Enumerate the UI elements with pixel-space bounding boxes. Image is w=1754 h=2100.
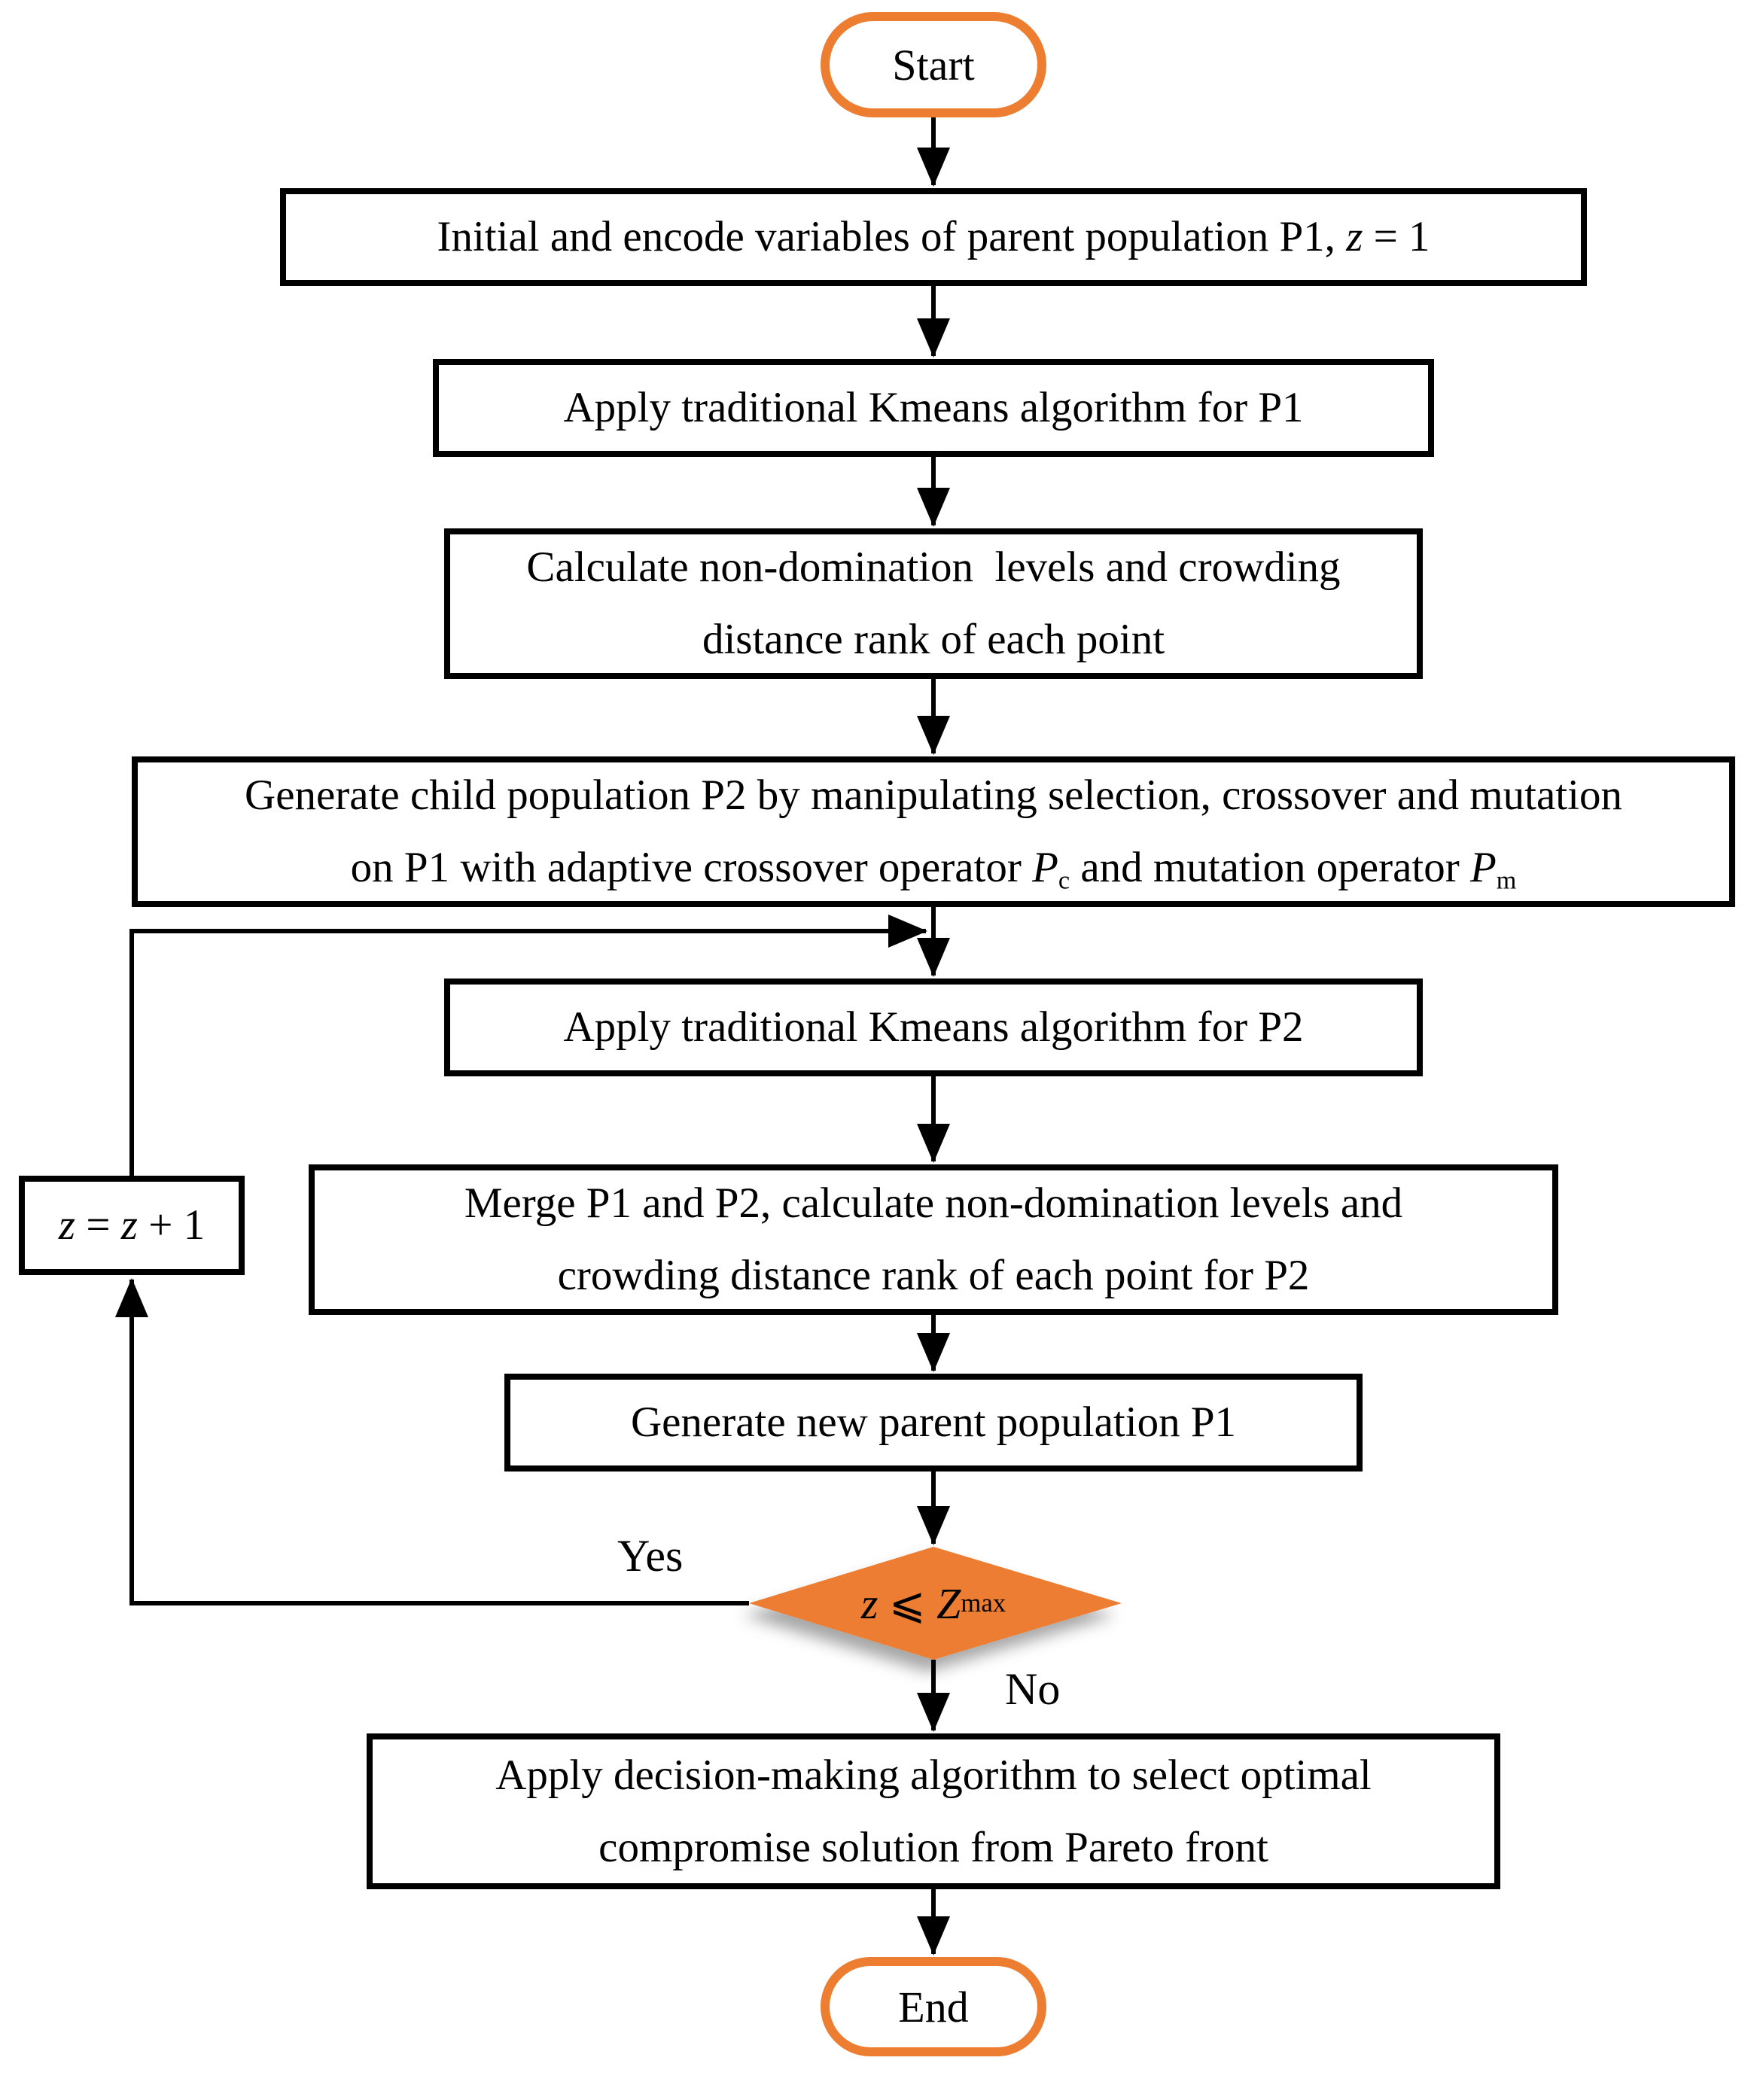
start-node: Start	[821, 12, 1046, 117]
decision-making-line2: compromise solution from Pareto front	[598, 1823, 1268, 1871]
end-label: End	[898, 1982, 969, 2032]
generate-child-line1: Generate child population P2 by manipula…	[245, 772, 1622, 819]
generate-child-box: Generate child population P2 by manipula…	[132, 756, 1735, 907]
decision-diamond	[749, 1547, 1122, 1660]
generate-child-line2: on P1 with adaptive crossover operator P…	[350, 844, 1517, 895]
init-encode-text: Initial and encode variables of parent p…	[437, 213, 1430, 260]
kmeans-p2-text: Apply traditional Kmeans algorithm for P…	[563, 1003, 1304, 1051]
label-yes: Yes	[617, 1531, 684, 1581]
init-encode-box: Initial and encode variables of parent p…	[280, 188, 1587, 286]
kmeans-p1-box: Apply traditional Kmeans algorithm for P…	[433, 359, 1434, 457]
increment-z-box: z = z + 1	[19, 1176, 245, 1275]
generate-parent-text: Generate new parent population P1	[630, 1398, 1237, 1446]
start-label: Start	[892, 40, 975, 90]
decision-making-line1: Apply decision-making algorithm to selec…	[495, 1751, 1372, 1799]
end-node: End	[821, 1957, 1046, 2056]
kmeans-p2-box: Apply traditional Kmeans algorithm for P…	[444, 978, 1423, 1076]
connector-decision-yes-to-increment	[115, 1278, 749, 1605]
merge-box: Merge P1 and P2, calculate non-dominatio…	[309, 1164, 1558, 1315]
generate-parent-box: Generate new parent population P1	[504, 1374, 1363, 1472]
merge-line2: crowding distance rank of each point for…	[557, 1252, 1310, 1299]
kmeans-p1-text: Apply traditional Kmeans algorithm for P…	[563, 384, 1304, 431]
decision-making-box: Apply decision-making algorithm to selec…	[367, 1733, 1500, 1889]
label-no: No	[1005, 1664, 1061, 1714]
calc-nondomination-line2: distance rank of each point	[702, 616, 1165, 663]
calc-nondomination-line1: Calculate non-domination levels and crow…	[526, 543, 1341, 591]
increment-z-text: z = z + 1	[58, 1201, 206, 1249]
connector-increment-to-junction	[129, 915, 927, 1176]
merge-line1: Merge P1 and P2, calculate non-dominatio…	[464, 1179, 1403, 1227]
calc-nondomination-box: Calculate non-domination levels and crow…	[444, 528, 1423, 679]
